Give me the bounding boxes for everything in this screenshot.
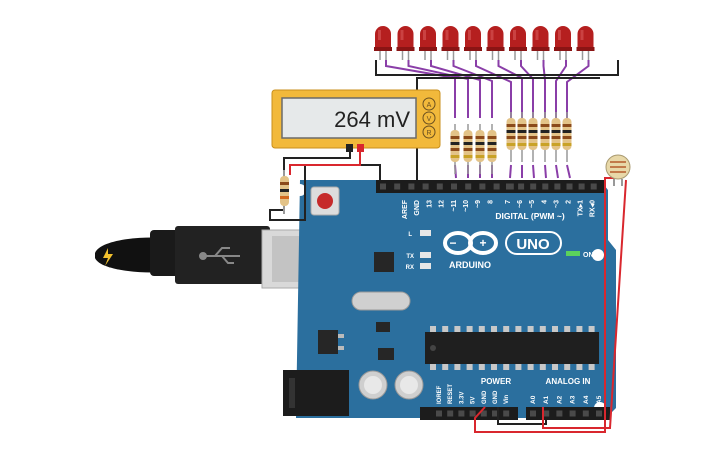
- led[interactable]: [374, 26, 392, 60]
- svg-text:V: V: [427, 116, 432, 123]
- mode-amps-button[interactable]: A: [422, 97, 436, 111]
- digital-pin-label: ~10: [463, 200, 470, 212]
- multimeter-reading: 264 mV: [334, 107, 410, 132]
- power-pin-label: GND: [482, 390, 488, 404]
- digital-pin-label: 4: [541, 200, 548, 204]
- svg-text:−: −: [449, 236, 456, 250]
- digital-pin-label: ~3: [553, 200, 560, 208]
- resistor[interactable]: [450, 124, 460, 174]
- analog-pin-label: A2: [556, 395, 563, 404]
- digital-pin-label: ~11: [451, 200, 458, 212]
- power-jack[interactable]: [283, 370, 349, 416]
- digital-pin-label: 12: [439, 200, 446, 208]
- meter-resistor: [280, 170, 289, 214]
- digital-pin-label: 2: [566, 200, 573, 204]
- svg-text:A: A: [427, 102, 432, 109]
- power-led: ON: [566, 251, 594, 259]
- lightning-icon: [103, 248, 113, 266]
- analog-pin-label: A3: [570, 395, 577, 404]
- reset-button[interactable]: [310, 186, 340, 216]
- usb-chip: [374, 252, 394, 272]
- svg-text:+: +: [479, 236, 486, 250]
- capacitors: [358, 370, 424, 400]
- arduino-board[interactable]: DIGITAL (PWM ~) AREF GND 13 12 ~11 ~10 ~9 8 7 ~6 ~…: [283, 180, 616, 420]
- analog-pin-label: A5: [596, 395, 603, 404]
- led[interactable]: [576, 26, 595, 60]
- led[interactable]: [486, 26, 505, 60]
- digital-pin-label: 8: [487, 200, 494, 204]
- microcontroller-chip: [425, 326, 599, 370]
- mode-ohms-button[interactable]: R: [422, 125, 436, 139]
- resistor[interactable]: [506, 112, 516, 162]
- probe-black: [346, 144, 353, 152]
- analog-header: ANALOG IN A0 A1 A2 A3 A4 A5: [526, 377, 610, 420]
- photoresistor[interactable]: [605, 154, 631, 186]
- svg-text:L: L: [408, 232, 412, 238]
- resistor[interactable]: [517, 112, 527, 162]
- resistor[interactable]: [562, 112, 572, 162]
- digital-header-label: DIGITAL (PWM ~): [495, 211, 565, 221]
- digital-pin-label: GND: [414, 200, 421, 216]
- mode-volts-button[interactable]: V: [422, 111, 436, 125]
- led[interactable]: [441, 26, 460, 60]
- analog-pin-label: A4: [583, 395, 590, 404]
- led[interactable]: [396, 26, 415, 60]
- resistor[interactable]: [463, 124, 473, 174]
- digital-pin-label: TX▸1: [578, 200, 585, 216]
- svg-text:POWER: POWER: [481, 377, 511, 386]
- led[interactable]: [464, 26, 482, 60]
- crystal: [351, 291, 411, 311]
- digital-pin-label: AREF: [402, 199, 409, 219]
- resistor[interactable]: [475, 124, 485, 174]
- svg-text:RX: RX: [406, 265, 414, 271]
- onboard-leds: L TX RX: [406, 230, 431, 271]
- digital-header: DIGITAL (PWM ~) AREF GND 13 12 ~11 ~10 ~9 8 7 ~6 ~…: [376, 180, 606, 221]
- digital-pin-label: 13: [426, 200, 433, 208]
- regulator: [318, 330, 338, 354]
- led-row: [374, 26, 595, 60]
- multimeter[interactable]: 264 mV A V R: [271, 89, 441, 152]
- led[interactable]: [531, 26, 550, 60]
- power-pin-label: 5V: [471, 397, 477, 404]
- svg-text:ANALOG IN: ANALOG IN: [546, 377, 591, 386]
- resistor[interactable]: [551, 112, 561, 162]
- power-pin-label: RESET: [448, 384, 454, 404]
- digital-pin-label: RX◂0: [590, 200, 597, 217]
- svg-text:R: R: [426, 130, 431, 137]
- power-pin-label: GND: [493, 390, 499, 404]
- usb-icon: [199, 247, 240, 264]
- power-pin-label: IOREF: [437, 385, 443, 404]
- red-wires: [289, 147, 627, 433]
- digital-pin-label: ~5: [529, 200, 536, 208]
- analog-pin-label: A0: [530, 395, 537, 404]
- model-label: UNO: [516, 236, 550, 253]
- digital-pin-label: ~9: [475, 200, 482, 208]
- led[interactable]: [554, 26, 572, 60]
- digital-pin-label: ~6: [517, 200, 524, 208]
- resistor-array: [450, 112, 572, 174]
- resistor[interactable]: [487, 124, 497, 174]
- power-header: POWER IOREF RESET 3.3V 5V GND GND Vin: [420, 377, 518, 420]
- led[interactable]: [419, 26, 437, 60]
- arduino-logo: − + ARDUINO UNO: [443, 231, 562, 270]
- power-pin-label: Vin: [504, 394, 510, 404]
- analog-pin-label: A1: [543, 395, 550, 404]
- resistor[interactable]: [528, 112, 538, 162]
- probe-red: [357, 144, 364, 152]
- power-pin-label: 3.3V: [459, 392, 465, 404]
- led[interactable]: [509, 26, 527, 60]
- resistor[interactable]: [540, 112, 550, 162]
- svg-text:TX: TX: [406, 254, 414, 260]
- svg-text:ON: ON: [583, 252, 594, 259]
- brand-label: ARDUINO: [449, 260, 491, 270]
- digital-pin-label: 7: [505, 200, 512, 204]
